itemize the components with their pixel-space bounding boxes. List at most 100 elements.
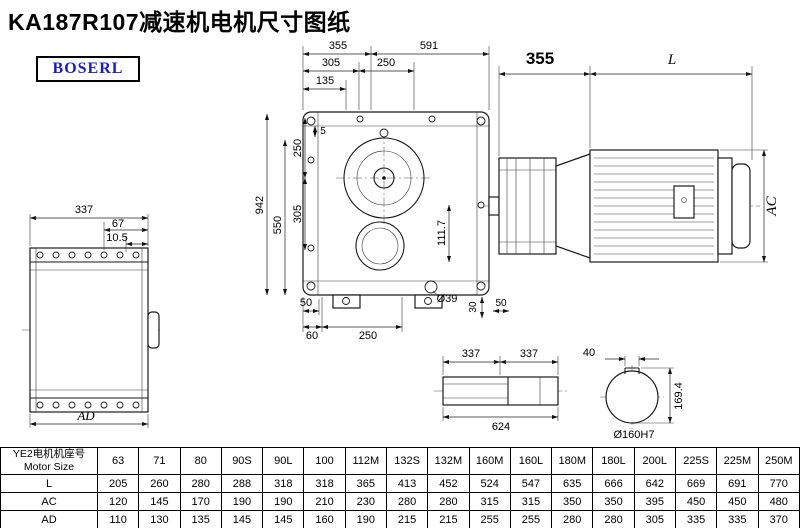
dim-front-v305: 305 [292, 205, 304, 223]
gearbox-side-outline [29, 247, 149, 413]
cell-L-180L: 666 [592, 474, 635, 493]
cell-AD-225S: 335 [674, 510, 718, 528]
cell-AD-160L: 255 [509, 510, 553, 528]
brand-logo-text: BOSERL [52, 60, 124, 77]
bolt-hole [36, 401, 44, 409]
dim-left-ad: AD [76, 408, 95, 423]
dim-front-305: 305 [322, 57, 340, 69]
flange-lines [30, 261, 148, 399]
input-shaft-stub [488, 196, 500, 216]
ext-lines [498, 66, 768, 263]
dim-motor-AC: AC [764, 195, 780, 216]
cell-AC-112M: 230 [344, 492, 387, 511]
bolt-hole [428, 115, 436, 123]
col-header-90L: 90L [262, 447, 305, 475]
cell-AD-132M: 215 [427, 510, 470, 528]
detail-lines [30, 248, 148, 412]
cell-L-200L: 642 [633, 474, 676, 493]
cell-L-90S: 288 [220, 474, 264, 493]
cell-L-112M: 365 [344, 474, 387, 493]
left-view-dimensions: 337 67 10.5 AD [29, 204, 149, 428]
cell-L-250M: 770 [757, 474, 800, 493]
front-view [302, 111, 490, 309]
cell-AD-132S: 215 [385, 510, 429, 528]
cell-AD-200L: 305 [633, 510, 676, 528]
dim-front-v250: 250 [292, 139, 304, 157]
bolt-hole [52, 401, 60, 409]
housing-detail-lines [499, 158, 556, 254]
table-header-cn: YE2电机机座号 [12, 448, 86, 461]
gear-housing [498, 157, 557, 255]
col-header-180L: 180L [592, 447, 635, 475]
dim-end-169-4: 169.4 [673, 382, 685, 410]
shaft-detail: 337 337 624 [434, 348, 567, 433]
dim-front-135: 135 [316, 75, 334, 87]
dim-front-942: 942 [254, 196, 266, 214]
foot-hole [424, 297, 432, 305]
cell-AD-71: 130 [138, 510, 181, 528]
cell-L-225M: 691 [716, 474, 759, 493]
cell-AD-80: 135 [179, 510, 222, 528]
cell-AC-63: 120 [96, 492, 140, 511]
dim-front-5: 5 [320, 126, 326, 137]
row-label-L: L [0, 474, 98, 493]
cell-AD-63: 110 [96, 510, 140, 528]
page-title: KA187R107减速机电机尺寸图纸 [8, 9, 351, 35]
hole-d39 [424, 280, 438, 294]
bolt-hole [477, 201, 485, 209]
dim-front-d39: Ø39 [437, 293, 458, 305]
bolt-hole [84, 251, 92, 259]
keyway [624, 367, 640, 374]
cell-AC-132M: 280 [427, 492, 470, 511]
col-header-132M: 132M [427, 447, 470, 475]
shaft-detail-lines [443, 377, 541, 405]
cell-L-100: 318 [303, 474, 346, 493]
bolt-hole [307, 156, 315, 164]
cell-AD-100: 160 [303, 510, 346, 528]
bore-circle [605, 370, 659, 424]
cell-AD-112M: 190 [344, 510, 387, 528]
col-header-200L: 200L [633, 447, 676, 475]
bolt-hole [100, 251, 108, 259]
bolt-hole [306, 281, 316, 291]
ext-lines [442, 356, 559, 421]
bolt-hole [132, 401, 140, 409]
col-header-132S: 132S [385, 447, 429, 475]
dim-front-355: 355 [329, 40, 347, 52]
bolt-hole [306, 116, 316, 126]
dim-shaft-337a: 337 [462, 348, 480, 360]
cell-AC-90S: 190 [220, 492, 264, 511]
foot-hole [342, 297, 350, 305]
bolt-hole [52, 251, 60, 259]
cell-AC-160L: 315 [509, 492, 553, 511]
dim-shaft-337b: 337 [520, 348, 538, 360]
dim-left-67: 67 [112, 218, 124, 230]
col-header-225S: 225S [674, 447, 718, 475]
shaft-outline [442, 376, 559, 406]
bolt-hole [379, 128, 389, 138]
ext-lines [302, 297, 403, 332]
col-header-180M: 180M [551, 447, 594, 475]
cell-AD-160M: 255 [468, 510, 511, 528]
motor-flange-bell [555, 153, 591, 259]
cell-L-160L: 547 [509, 474, 553, 493]
cell-AC-225S: 450 [674, 492, 718, 511]
col-header-160L: 160L [509, 447, 553, 475]
bolt-hole [100, 401, 108, 409]
dim-front-b250: 250 [359, 330, 377, 342]
cell-AC-180L: 350 [592, 492, 635, 511]
cell-L-160M: 524 [468, 474, 511, 493]
bolt-hole [68, 251, 76, 259]
bolt-hole [68, 401, 76, 409]
shaft-boss [147, 311, 160, 349]
dim-front-550: 550 [272, 216, 284, 234]
end-cap [717, 157, 733, 255]
nameplate [673, 185, 695, 219]
bolt-hole [476, 281, 486, 291]
cell-AC-250M: 480 [757, 492, 800, 511]
